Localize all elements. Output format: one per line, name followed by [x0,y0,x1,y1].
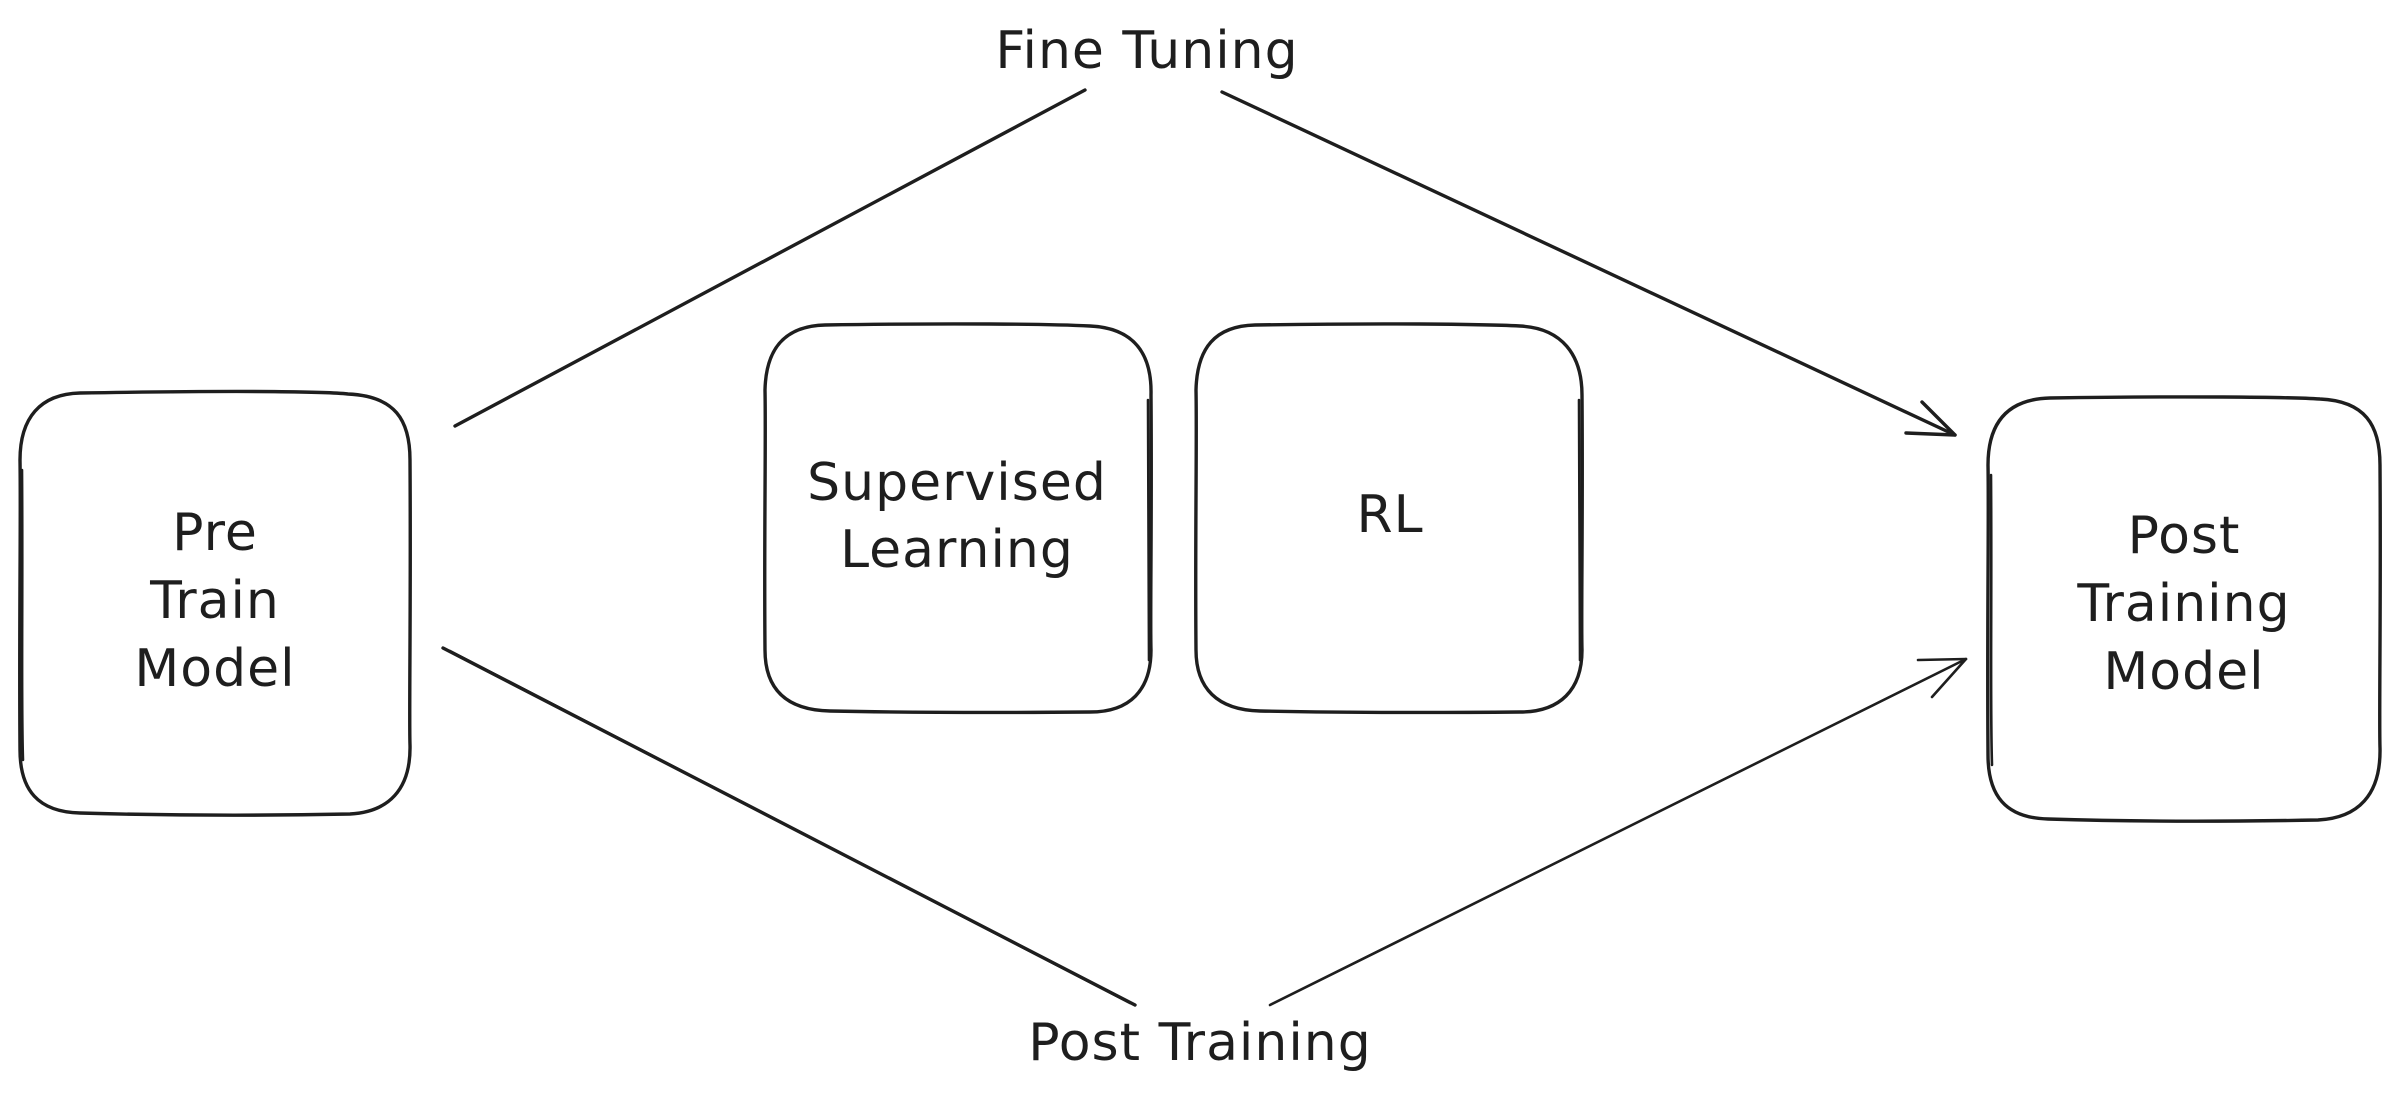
post-training-model-box [1986,395,2382,823]
pretrain-line-1: Pre [172,503,258,563]
fine-tuning-edge[interactable]: Fine Tuning [453,21,1957,437]
fine-tuning-line-right [1220,90,1957,437]
pretrain-line-3: Model [134,639,295,699]
pretrain-model-box [18,389,412,817]
post-training-model-node[interactable]: Post Training Model [1986,395,2382,823]
post-training-arrowhead [1916,657,1968,699]
post-training-edge[interactable]: Post Training [441,646,1968,1073]
post-training-line-right [1268,657,1968,1007]
post-training-model-line-2: Training [2076,574,2290,634]
supervised-learning-box [763,322,1153,715]
fine-tuning-label: Fine Tuning [995,21,1298,81]
fine-tuning-line-left [453,88,1087,428]
rl-node[interactable]: RL [1194,322,1584,715]
post-training-model-line-1: Post [2128,506,2241,566]
post-training-label: Post Training [1028,1013,1372,1073]
supervised-line-1: Supervised [807,453,1107,513]
pretrain-model-node[interactable]: Pre Train Model [18,389,412,817]
rl-box [1194,322,1584,715]
pretrain-line-2: Train [149,571,280,631]
post-training-model-line-3: Model [2103,642,2264,702]
supervised-line-2: Learning [840,520,1074,580]
rl-line-1: RL [1356,485,1423,545]
supervised-learning-node[interactable]: Supervised Learning [763,322,1153,715]
fine-tuning-arrowhead [1904,400,1957,437]
